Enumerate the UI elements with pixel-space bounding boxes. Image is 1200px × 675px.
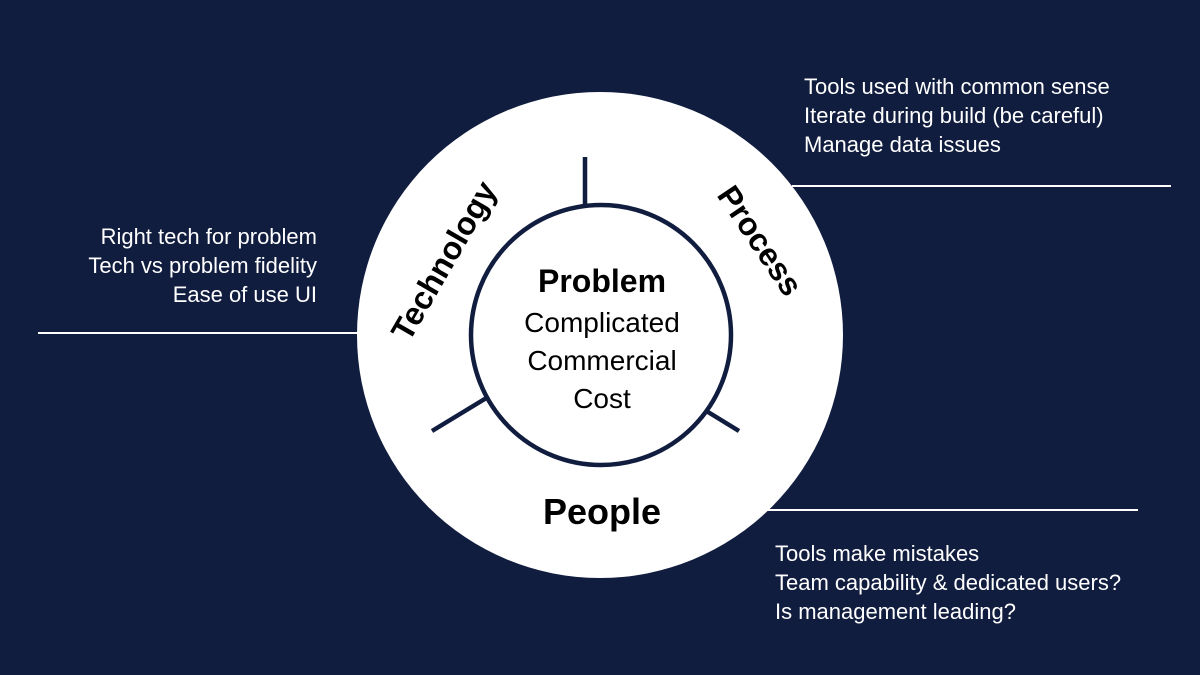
technology-note: Ease of use UI [172,282,317,307]
center-line-1: Complicated [524,307,680,338]
people-label: People [543,491,661,532]
people-note: Tools make mistakes [775,541,980,566]
technology-notes: Right tech for problem Tech vs problem f… [88,222,317,309]
inner-ring [468,202,734,468]
spoke-lower-left [430,395,490,433]
people-note: Is management leading? [775,599,1016,624]
technology-note: Right tech for problem [100,224,317,249]
spoke-lower-right [706,410,741,433]
technology-note: Tech vs problem fidelity [88,253,317,278]
center-line-3: Cost [573,383,631,414]
people-notes: Tools make mistakes Team capability & de… [775,539,1121,626]
process-note: Tools used with common sense [804,74,1110,99]
process-note: Manage data issues [804,132,1001,157]
people-note: Team capability & dedicated users? [775,570,1122,595]
center-title: Problem [538,263,666,299]
process-notes: Tools used with common sense Iterate dur… [804,72,1110,159]
process-note: Iterate during build (be careful) [804,103,1104,128]
center-line-2: Commercial [527,345,676,376]
